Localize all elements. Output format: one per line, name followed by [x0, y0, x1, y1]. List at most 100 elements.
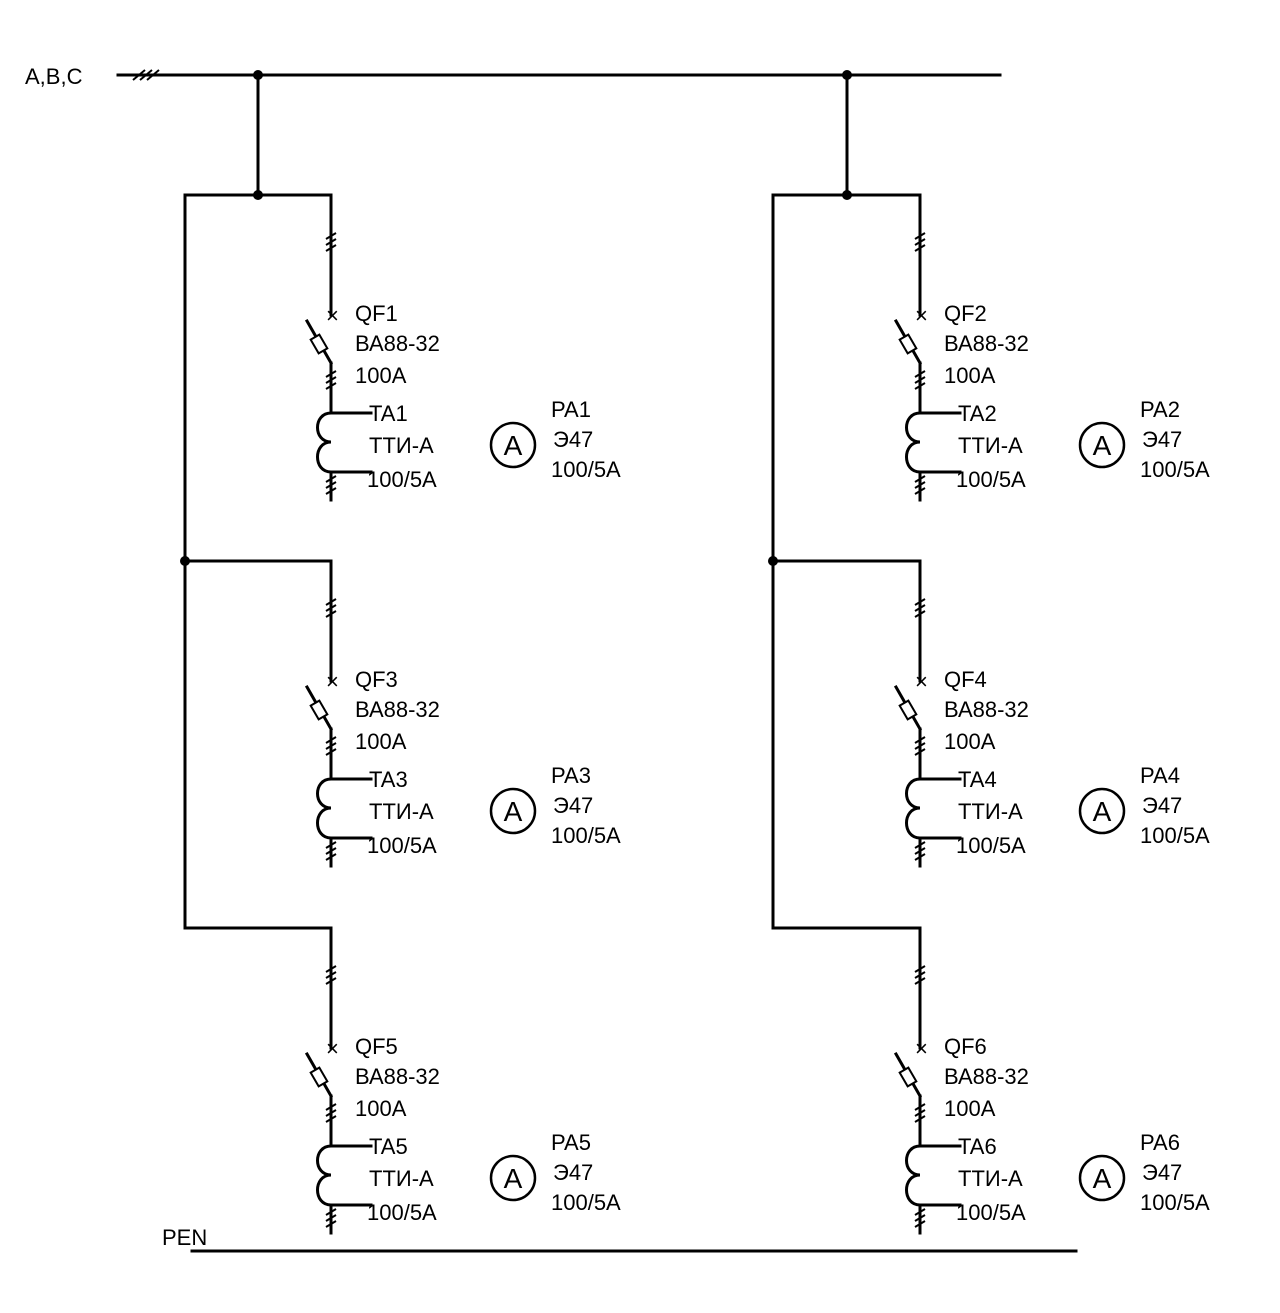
ct-ratio: 100/5А	[956, 833, 1026, 858]
circuit-breaker-icon	[304, 1051, 334, 1099]
ammeter-symbol: A	[504, 796, 523, 827]
phase-tick	[325, 232, 337, 240]
phase-tick	[325, 1214, 337, 1222]
ammeter-circle	[1078, 1154, 1126, 1202]
current-transformer-icon	[905, 1144, 962, 1207]
ct-coil	[905, 777, 922, 840]
phase-tick	[132, 69, 146, 81]
breaker-name: QF2	[944, 301, 987, 326]
ct-type: ТТИ-А	[958, 799, 1023, 824]
phase-tick	[914, 847, 926, 855]
junction-dot	[842, 190, 852, 200]
ct-type: ТТИ-А	[369, 799, 434, 824]
phase-tick	[914, 232, 926, 240]
meter-name: PA2	[1140, 397, 1180, 422]
ammeter-symbol: A	[1093, 1163, 1112, 1194]
circuit-breaker-icon	[893, 318, 923, 366]
breaker-terminal-icon: ×	[915, 669, 928, 694]
ct-name: TA1	[369, 401, 408, 426]
breaker-trip-element	[898, 1066, 918, 1088]
phase-tick	[914, 376, 926, 384]
phase-tick	[914, 977, 926, 985]
breaker-rating: 100А	[944, 729, 996, 754]
meter-name: PA5	[551, 1130, 591, 1155]
phase-tick	[914, 244, 926, 252]
ammeter-symbol: A	[504, 430, 523, 461]
pen-label: PEN	[162, 1225, 207, 1250]
breaker-type: ВА88-32	[355, 331, 440, 356]
phase-tick	[325, 853, 337, 861]
meter-ratio: 100/5А	[551, 1190, 621, 1215]
meter-ratio: 100/5А	[551, 823, 621, 848]
feeder-2: ×QF2ВА88-32100АTA2ТТИ-А100/5АAPA2Э47100/…	[893, 193, 1210, 502]
phase-tick	[914, 971, 926, 979]
phase-tick	[325, 841, 337, 849]
ct-ratio: 100/5А	[367, 467, 437, 492]
phase-tick	[914, 1220, 926, 1228]
meter-type: Э47	[553, 793, 593, 818]
ct-type: ТТИ-А	[958, 433, 1023, 458]
breaker-type: ВА88-32	[944, 331, 1029, 356]
phase-tick	[914, 1214, 926, 1222]
phase-tick	[914, 853, 926, 861]
ct-coil	[905, 1144, 922, 1207]
breaker-terminal-icon: ×	[326, 669, 339, 694]
phase-tick	[325, 238, 337, 246]
circuit-breaker-icon	[304, 318, 334, 366]
ct-ratio: 100/5А	[367, 833, 437, 858]
feeder-1: ×QF1ВА88-32100АTA1ТТИ-А100/5АAPA1Э47100/…	[304, 193, 621, 502]
meter-ratio: 100/5А	[1140, 1190, 1210, 1215]
ct-coil	[316, 1144, 333, 1207]
ammeter-icon: A	[1078, 421, 1126, 469]
phase-tick	[914, 1115, 926, 1123]
ct-ratio: 100/5А	[956, 467, 1026, 492]
meter-name: PA6	[1140, 1130, 1180, 1155]
phase-tick	[325, 244, 337, 252]
circuit-breaker-icon	[893, 684, 923, 732]
breaker-rating: 100А	[355, 729, 407, 754]
ammeter-symbol: A	[504, 1163, 523, 1194]
phase-tick	[914, 965, 926, 973]
phase-tick	[325, 1220, 337, 1228]
phase-tick	[914, 748, 926, 756]
phase-tick	[914, 1109, 926, 1117]
phase-tick	[325, 475, 337, 483]
phase-tick	[325, 847, 337, 855]
current-transformer-icon	[316, 1144, 373, 1207]
ct-type: ТТИ-А	[369, 433, 434, 458]
breaker-name: QF5	[355, 1034, 398, 1059]
circuit-breaker-icon	[893, 1051, 923, 1099]
ct-type: ТТИ-А	[369, 1166, 434, 1191]
phase-tick	[325, 971, 337, 979]
ct-name: TA6	[958, 1134, 997, 1159]
phase-tick	[914, 370, 926, 378]
current-transformer-icon	[905, 777, 962, 840]
phase-tick	[325, 598, 337, 606]
breaker-name: QF3	[355, 667, 398, 692]
meter-type: Э47	[1142, 427, 1182, 452]
phase-tick	[139, 69, 153, 81]
breaker-trip-element	[309, 1066, 329, 1088]
feeder-6: ×QF6ВА88-32100АTA6ТТИ-А100/5АAPA6Э47100/…	[893, 926, 1210, 1235]
feeder-5: ×QF5ВА88-32100АTA5ТТИ-А100/5АAPA5Э47100/…	[304, 926, 621, 1235]
junction-dot	[180, 556, 190, 566]
ammeter-icon: A	[1078, 1154, 1126, 1202]
breaker-trip-element	[309, 699, 329, 721]
breaker-terminal-icon: ×	[915, 303, 928, 328]
phase-tick	[325, 1103, 337, 1111]
ammeter-symbol: A	[1093, 796, 1112, 827]
phase-tick	[325, 965, 337, 973]
phase-tick	[325, 977, 337, 985]
current-transformer-icon	[316, 411, 373, 474]
current-transformer-icon	[905, 411, 962, 474]
meter-name: PA3	[551, 763, 591, 788]
ammeter-circle	[1078, 421, 1126, 469]
phase-tick	[914, 487, 926, 495]
ammeter-icon: A	[489, 1154, 537, 1202]
bus-label: A,B,C	[25, 64, 83, 89]
ammeter-circle	[489, 787, 537, 835]
meter-type: Э47	[1142, 1160, 1182, 1185]
meter-type: Э47	[553, 1160, 593, 1185]
phase-tick	[325, 604, 337, 612]
